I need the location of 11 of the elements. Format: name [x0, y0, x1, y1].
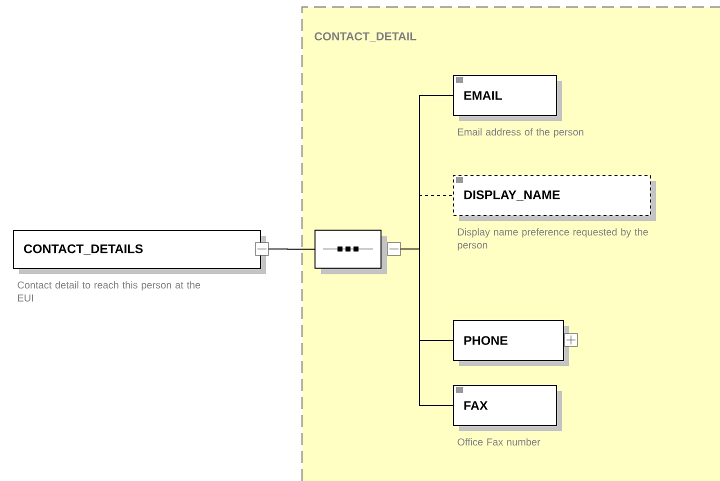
- description-text: Email address of the person: [458, 128, 584, 138]
- connector-line: [268, 248, 315, 250]
- connector-line: [400, 248, 454, 406]
- element-box: FAX: [453, 385, 562, 431]
- element-box: CONTACT_DETAILS: [13, 230, 266, 274]
- element-box: DISPLAY_NAME: [453, 175, 656, 221]
- description-text: Office Fax number: [458, 438, 540, 446]
- description-text: Contact detail to reach this person at the EUI: [18, 281, 200, 302]
- element-box: PHONE: [453, 320, 569, 366]
- description-text: Display name preference requested by the person: [458, 228, 648, 250]
- element-box: EMAIL: [453, 75, 562, 121]
